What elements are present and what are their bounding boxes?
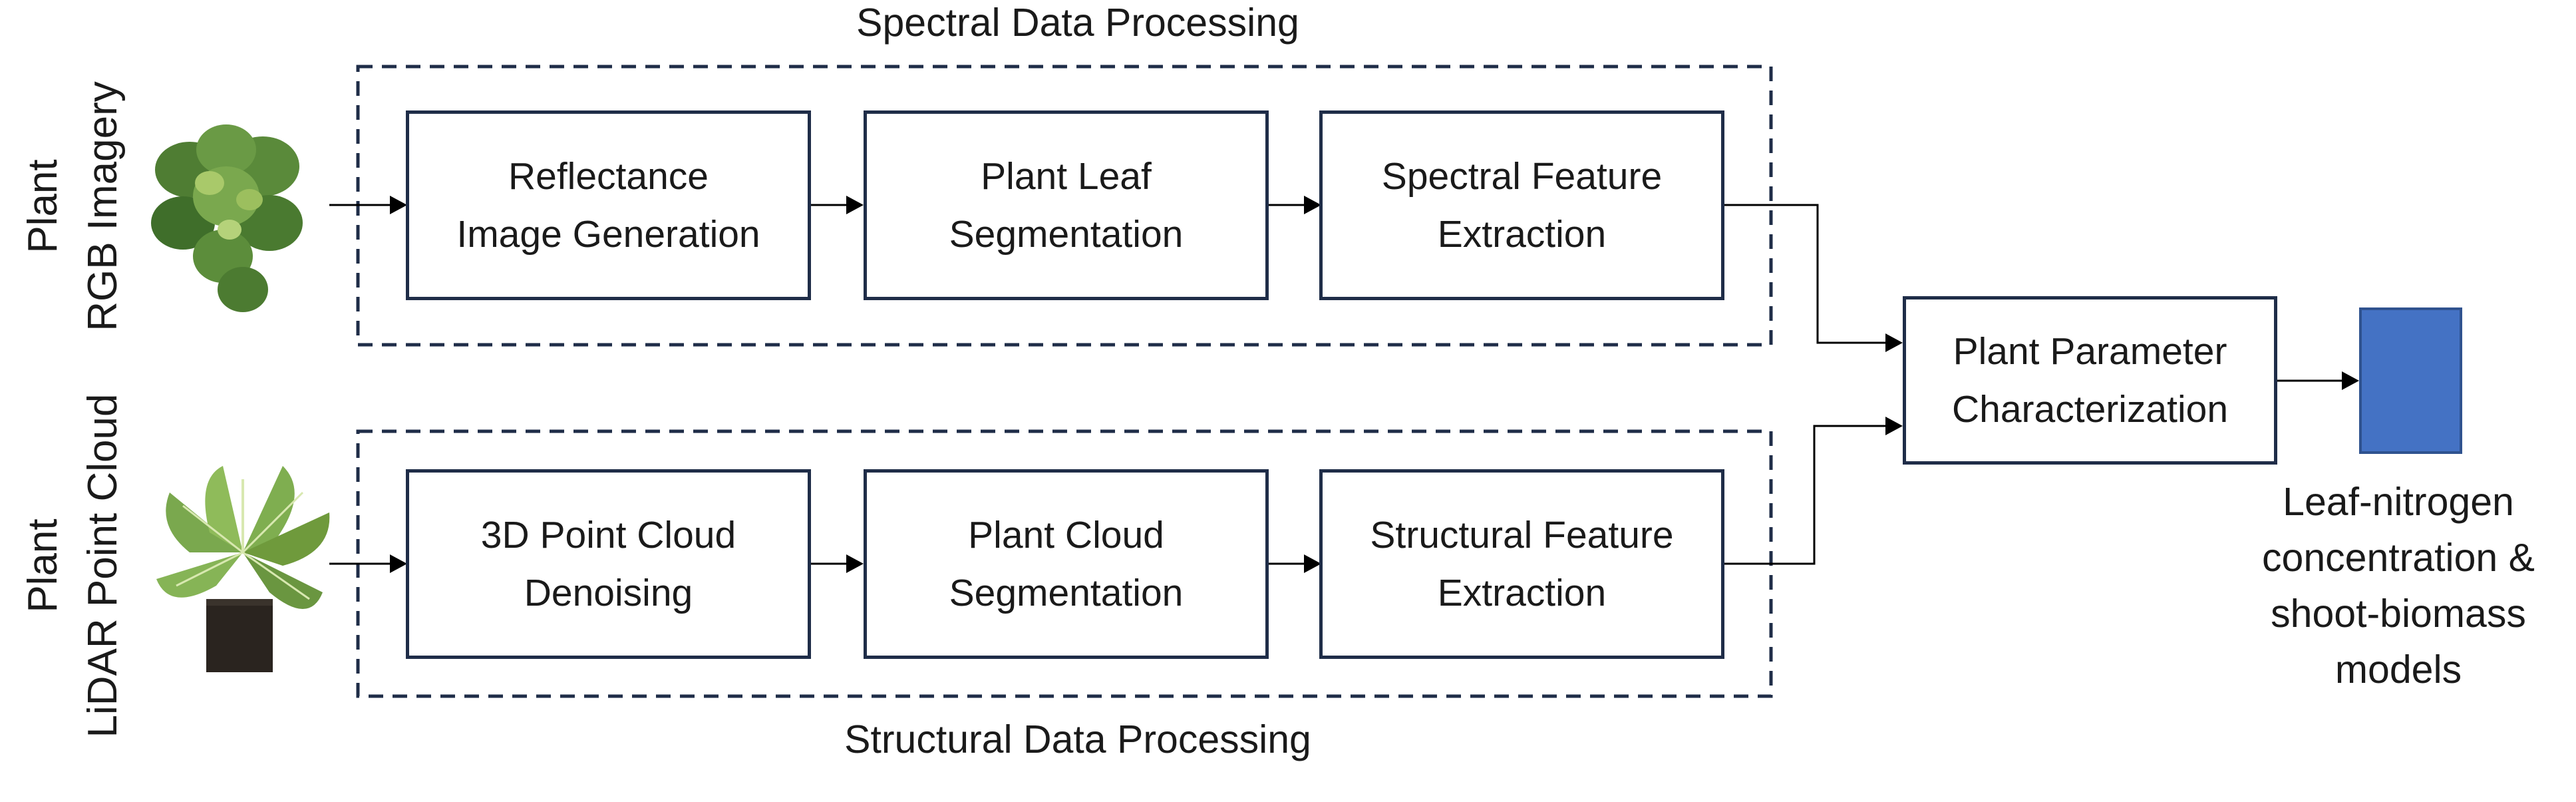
arrow-spectral-feature-to-characterization xyxy=(1724,204,1891,344)
plant-parameter-characterization-box: Plant Parameter Characterization xyxy=(1903,296,2277,465)
spectral-feature-extraction-box: Spectral Feature Extraction xyxy=(1319,110,1724,300)
reflectance-image-generation-box: Reflectance Image Generation xyxy=(406,110,811,300)
output-models-label: Leaf-nitrogen concentration & shoot-biom… xyxy=(2262,480,2535,692)
plant-cloud-segmentation-label: Plant Cloud Segmentation xyxy=(949,513,1184,614)
structural-feature-extraction-box: Structural Feature Extraction xyxy=(1319,469,1724,659)
structural-group-title: Structural Data Processing xyxy=(844,717,1311,761)
connector-lines xyxy=(329,65,2359,698)
plant-cloud-segmentation-box: Plant Cloud Segmentation xyxy=(864,469,1269,659)
spectral-group-title: Spectral Data Processing xyxy=(856,1,1299,45)
spectral-feature-extraction-label: Spectral Feature Extraction xyxy=(1381,154,1663,256)
plant-parameter-characterization-label: Plant Parameter Characterization xyxy=(1951,329,2229,431)
reflectance-image-generation-label: Reflectance Image Generation xyxy=(456,154,760,256)
rgb-plant-image xyxy=(151,124,303,312)
output-model-block xyxy=(2359,307,2462,454)
plant-leaf-segmentation-box: Plant Leaf Segmentation xyxy=(864,110,1269,300)
arrow-structural-feature-to-characterization xyxy=(1724,425,1891,565)
plant-leaf-segmentation-label: Plant Leaf Segmentation xyxy=(949,154,1184,256)
rgb-imagery-label: Plant RGB Imagery xyxy=(20,81,126,331)
point-cloud-denoising-box: 3D Point Cloud Denoising xyxy=(406,469,811,659)
lidar-plant-image xyxy=(156,466,330,672)
lidar-point-cloud-label: Plant LiDAR Point Cloud xyxy=(20,393,126,738)
structural-feature-extraction-label: Structural Feature Extraction xyxy=(1370,513,1674,614)
point-cloud-denoising-label: 3D Point Cloud Denoising xyxy=(480,513,736,614)
